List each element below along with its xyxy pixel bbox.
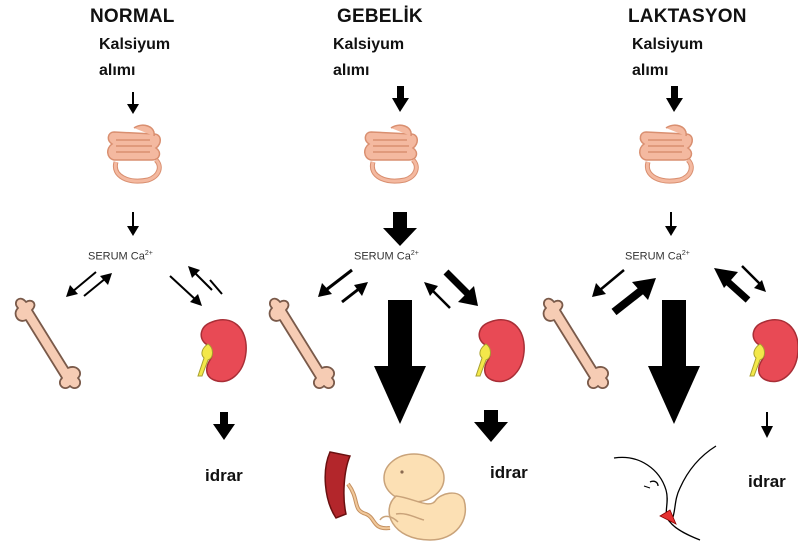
laktasyon-absorption-arrow	[665, 212, 677, 236]
laktasyon-urine-arrow	[761, 412, 773, 438]
laktasyon-serum-kidney-arrows	[714, 266, 766, 300]
normal-serum-kidney-arrows	[170, 266, 222, 306]
gebelik-serum-kidney-arrows	[424, 272, 478, 308]
gebelik-intake-arrow	[392, 86, 409, 112]
gebelik-serum-bone-arrows	[318, 270, 368, 302]
breastfeeding-icon	[614, 446, 716, 540]
normal-kidney-icon	[198, 320, 246, 382]
normal-intestine-icon	[108, 125, 161, 181]
laktasyon-milk-arrow	[648, 300, 700, 424]
normal-absorption-arrow	[127, 212, 139, 236]
gebelik-kidney-icon	[476, 320, 524, 382]
normal-panel	[16, 92, 247, 440]
laktasyon-intake-arrow	[666, 86, 683, 112]
gebelik-absorption-arrow	[383, 212, 417, 246]
gebelik-panel	[270, 86, 525, 540]
gebelik-bone-icon	[270, 299, 335, 388]
laktasyon-panel	[544, 86, 798, 540]
gebelik-intestine-icon	[365, 125, 418, 181]
laktasyon-serum-bone-arrows	[592, 270, 656, 312]
laktasyon-bone-icon	[544, 299, 609, 388]
gebelik-fetus-arrow	[374, 300, 426, 424]
fetus-icon	[325, 452, 465, 540]
normal-intake-arrow	[127, 92, 139, 114]
laktasyon-kidney-icon	[750, 320, 798, 382]
normal-bone-icon	[16, 299, 81, 388]
normal-serum-bone-arrows	[66, 272, 112, 297]
gebelik-urine-arrow	[474, 410, 508, 442]
laktasyon-intestine-icon	[640, 125, 693, 181]
normal-urine-arrow	[213, 412, 235, 440]
